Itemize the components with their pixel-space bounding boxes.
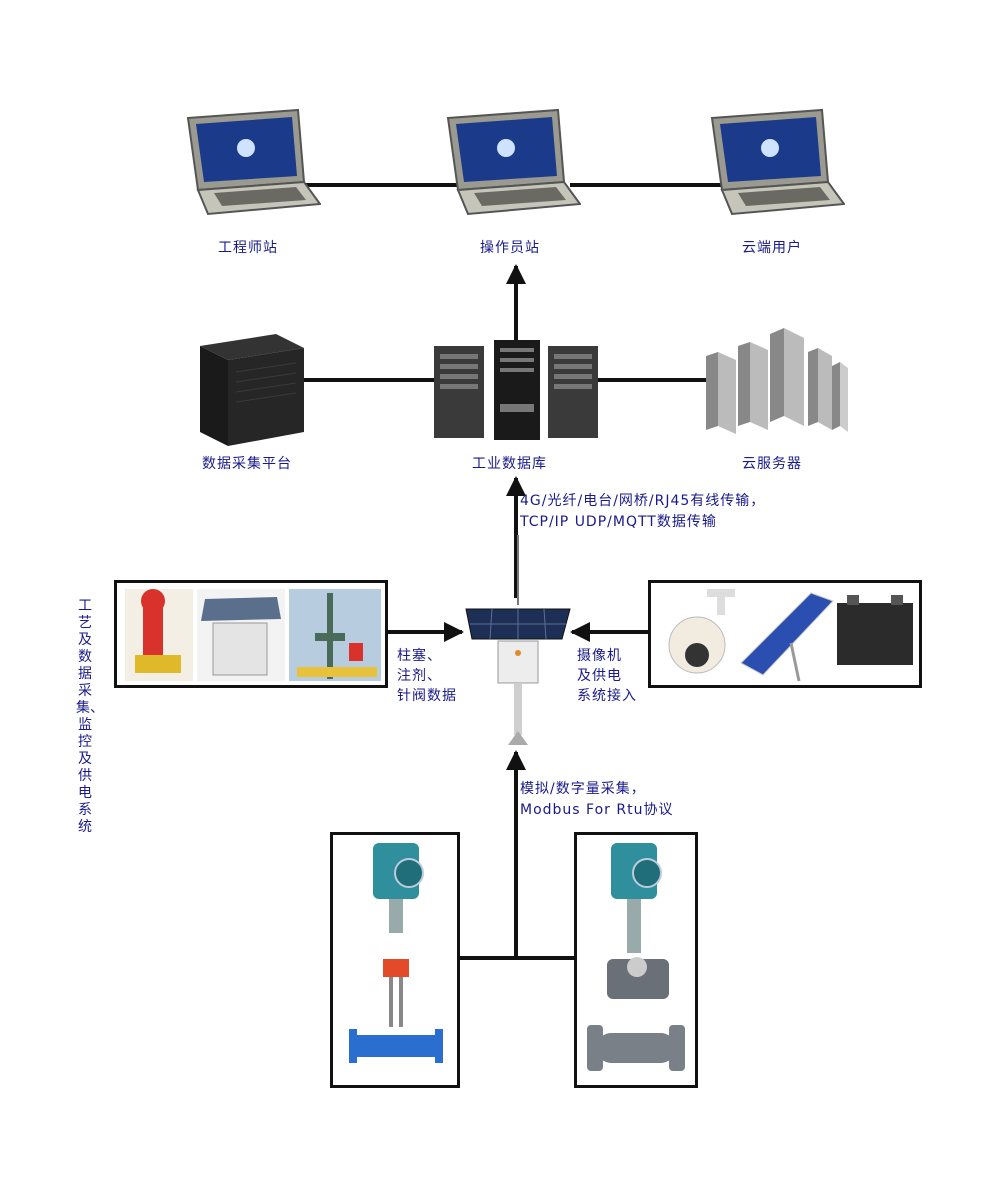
industrial-db-server-icon — [432, 338, 600, 446]
right-data-label-1: 摄像机 — [577, 648, 622, 664]
left-data-label-1: 柱塞、 — [397, 648, 442, 664]
cloud-server-rack-icon — [704, 326, 850, 446]
flow-meter-transmitter-icon — [349, 843, 443, 1063]
valve-meter-box — [574, 832, 698, 1088]
engineer-station-label: 工程师站 — [218, 240, 278, 256]
camera-power-box — [648, 580, 922, 688]
collection-label-line1: 模拟/数字量采集， — [520, 781, 646, 797]
operator-station-label: 操作员站 — [480, 240, 540, 256]
rtu-solar-pole-icon — [462, 535, 574, 751]
left-data-label-2: 注剂、 — [397, 668, 442, 684]
cloud-server-label: 云服务器 — [742, 456, 802, 472]
transmission-label-line2: TCP/IP UDP/MQTT数据传输 — [520, 514, 717, 530]
data-platform-label: 数据采集平台 — [202, 456, 292, 472]
flow-meter-box — [330, 832, 460, 1088]
cloud-user-label: 云端用户 — [742, 240, 802, 256]
cloud-user-laptop-icon — [710, 108, 846, 222]
right-data-label-3: 系统接入 — [577, 688, 637, 704]
engineer-station-laptop-icon — [186, 108, 322, 222]
transmission-label-line1: 4G/光纤/电台/网桥/RJ45有线传输， — [520, 493, 766, 509]
left-data-label-3: 针阀数据 — [397, 688, 457, 704]
operator-station-laptop-icon — [446, 108, 582, 222]
camera-power-photos — [668, 589, 913, 682]
process-equipment-box — [114, 580, 388, 688]
process-equipment-photos — [125, 589, 381, 681]
collection-label-line2: Modbus For Rtu协议 — [520, 802, 674, 818]
right-data-label-2: 及供电 — [577, 668, 622, 684]
data-platform-computer-icon — [196, 332, 308, 454]
industrial-db-label: 工业数据库 — [472, 456, 547, 472]
valve-transmitter-icon — [587, 843, 685, 1071]
side-title: 工艺及数据采集、监控及供电系统 — [76, 598, 104, 835]
